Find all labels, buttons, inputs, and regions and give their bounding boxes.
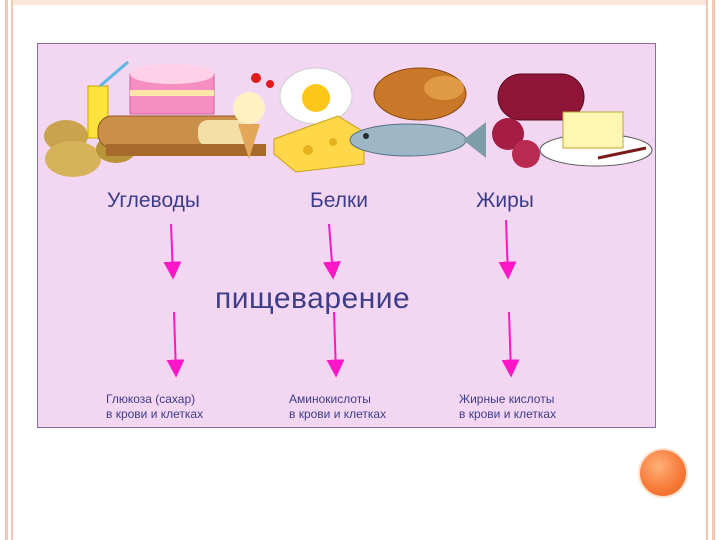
slide-border-left-inner (11, 0, 13, 540)
cheese-icon (273, 115, 365, 173)
slide-border-right-inner (706, 0, 708, 540)
butter-dish-icon (539, 111, 653, 167)
arrow-digestion-to-glucose (166, 311, 185, 378)
fried-egg-icon (279, 67, 353, 125)
slide-border-left (5, 0, 8, 540)
sausage-icon (492, 73, 585, 168)
bread-icon (97, 115, 266, 156)
roast-chicken-icon (373, 67, 467, 121)
slide-top-band (13, 0, 706, 5)
food-illustration (44, 60, 653, 177)
category-carbohydrates: Углеводы (107, 189, 201, 212)
arrow-proteins-to-digestion (322, 223, 341, 280)
fish-icon (349, 122, 486, 158)
arrow-digestion-to-fatty-acids (501, 311, 520, 378)
cake-icon (129, 64, 215, 115)
decorative-orb-icon (640, 450, 686, 496)
arrow-carbs-to-digestion (163, 223, 182, 280)
result-glucose: Глюкоза (сахар) в крови и клетках (106, 392, 204, 421)
arrow-fats-to-digestion (498, 219, 517, 280)
result-amino-acids: Аминокислоты в крови и клетках (289, 392, 387, 421)
ice-cream-icon (233, 73, 274, 159)
result-fatty-acids: Жирные кислоты в крови и клетках (459, 392, 557, 421)
process-digestion: пищеварение (215, 282, 411, 315)
category-proteins: Белки (310, 189, 368, 212)
slide-border-right (712, 0, 715, 540)
arrow-digestion-to-amino-acids (326, 311, 345, 378)
digestion-diagram: Углеводы Белки Жиры пищеварение Глюкоза … (37, 43, 656, 428)
category-fats: Жиры (476, 189, 534, 212)
